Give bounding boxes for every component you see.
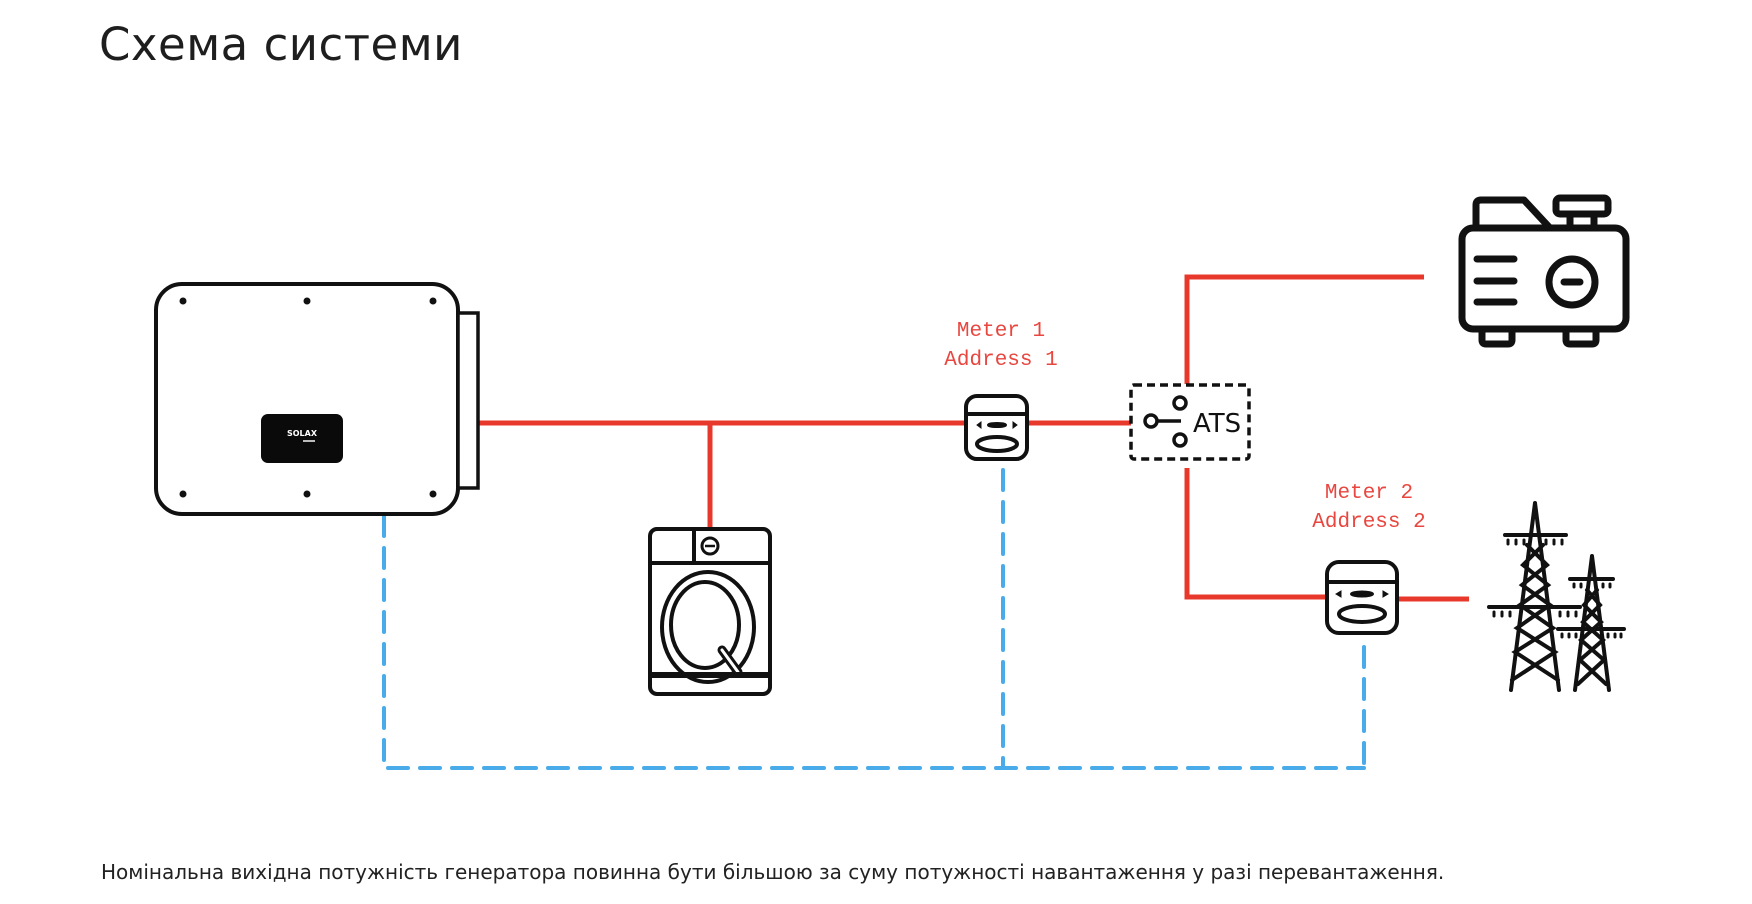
inverter-side-panel	[456, 311, 480, 490]
inverter[interactable]: SOLAX	[154, 282, 480, 516]
generator-icon[interactable]	[1458, 194, 1630, 348]
meter-1-icon	[964, 394, 1029, 461]
meter-1-address: Address 1	[944, 349, 1057, 372]
transfer-switch-icon	[1143, 395, 1188, 448]
inverter-display	[261, 414, 343, 463]
inverter-brand-sub	[303, 440, 315, 442]
ats-switch[interactable]: ATS	[1129, 383, 1251, 461]
power-lines	[478, 274, 1469, 602]
meter-2-icon	[1325, 560, 1399, 635]
ats-label: ATS	[1193, 409, 1241, 439]
ats-box	[1129, 383, 1251, 461]
meter-2[interactable]: Meter 2 Address 2	[1312, 482, 1426, 635]
footnote: Номінальна вихідна потужність генератора…	[101, 860, 1445, 884]
power-line-ats-generator	[1184, 274, 1424, 384]
washing-machine-icon[interactable]	[648, 527, 772, 696]
comm-line-inverter	[382, 514, 1366, 770]
page-title: Схема системи	[99, 18, 463, 71]
inverter-screws	[179, 297, 437, 498]
meter-2-name: Meter 2	[1325, 482, 1413, 505]
meter-1-name: Meter 1	[957, 320, 1045, 343]
inverter-brand-logo: SOLAX	[287, 429, 318, 438]
communication-lines	[382, 468, 1366, 770]
meter-1[interactable]: Meter 1 Address 1	[944, 320, 1058, 461]
inverter-body	[154, 282, 460, 516]
power-line-ats-meter2	[1184, 468, 1327, 600]
power-tower-icon[interactable]	[1487, 501, 1626, 692]
meter-2-address: Address 2	[1312, 511, 1425, 534]
